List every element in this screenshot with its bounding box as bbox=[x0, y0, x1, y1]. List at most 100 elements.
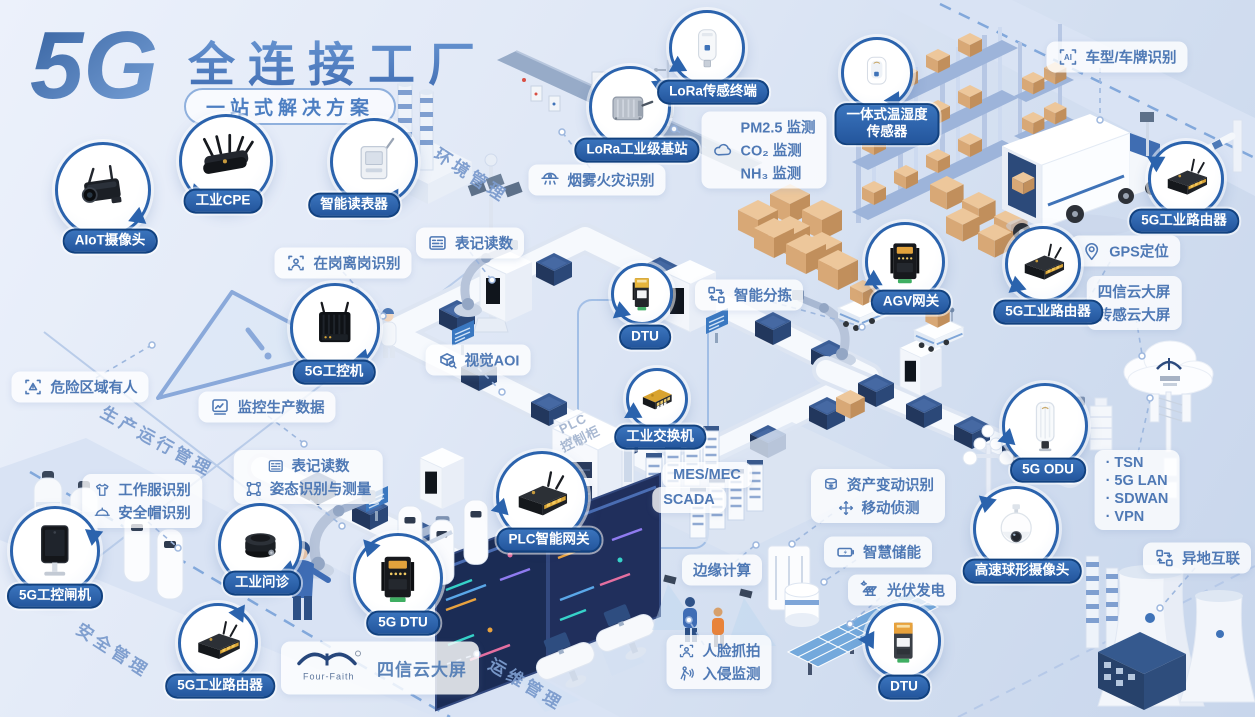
badge-lora-base-station: LoRa工业级基站 bbox=[574, 137, 700, 163]
callout-5g-ipc bbox=[290, 283, 383, 380]
danger-zone-marking bbox=[156, 290, 344, 400]
chart-icon bbox=[210, 397, 231, 418]
label-text: 光伏发电 bbox=[887, 583, 945, 600]
move-arrows-icon bbox=[837, 499, 855, 517]
label-text: · 5G LAN bbox=[1105, 473, 1168, 489]
ai-brackets-icon: AI bbox=[1057, 47, 1078, 68]
transfer-arrows-icon bbox=[706, 285, 727, 306]
badge-plc-gateway: PLC智能网关 bbox=[496, 527, 602, 553]
label-text: 烟雾火灾识别 bbox=[567, 173, 655, 190]
label-text: 传感云大屏 bbox=[1097, 308, 1171, 324]
label-text: 视觉AOI bbox=[464, 353, 520, 370]
label-visual-aoi: 视觉AOI bbox=[425, 344, 531, 376]
label-text: 入侵监测 bbox=[702, 667, 761, 683]
label-smart-storage: 智慧储能 bbox=[824, 536, 932, 568]
label-text: 资产变动识别 bbox=[847, 478, 934, 494]
dtu-black-device-icon bbox=[868, 225, 942, 299]
label-text: 姿态识别与测量 bbox=[269, 482, 372, 498]
asset-db-icon bbox=[822, 476, 840, 494]
label-text: 智慧储能 bbox=[863, 545, 921, 562]
transfer-arrows-icon bbox=[1154, 548, 1175, 569]
label-remote-interconnect: 异地互联 bbox=[1143, 542, 1251, 574]
shirt-icon bbox=[93, 481, 111, 499]
workers bbox=[290, 308, 776, 647]
callout-dtu-bottom bbox=[848, 603, 941, 679]
dome-device-icon bbox=[976, 489, 1056, 569]
label-meter-posture: 表记读数姿态识别与测量 bbox=[233, 450, 383, 504]
callout-industrial-switch bbox=[611, 368, 688, 431]
label-text: SCADA bbox=[663, 492, 715, 508]
label-text: 人脸抓拍 bbox=[702, 644, 761, 660]
meter-icon bbox=[267, 457, 285, 475]
warning-brackets-icon bbox=[23, 377, 44, 398]
label-text: NH₃ 监测 bbox=[740, 166, 802, 183]
energy-storage-unit bbox=[767, 545, 820, 627]
cloud-icon bbox=[713, 140, 734, 161]
label-text: 异地互联 bbox=[1182, 551, 1240, 568]
callout-5g-dtu bbox=[350, 526, 443, 623]
svg-text:AI: AI bbox=[1064, 53, 1072, 62]
badge-5g-gate: 5G工控闸机 bbox=[6, 583, 104, 609]
fourfaith-logo: Four-Faith bbox=[293, 648, 367, 689]
label-text: MES/MEC bbox=[673, 467, 741, 483]
label-vehicle-recognition: AI 车型/车牌识别 bbox=[1046, 41, 1188, 73]
badge-5g-router-mid: 5G工业路由器 bbox=[993, 299, 1103, 325]
callout-ptz-camera bbox=[966, 482, 1059, 572]
label-uniform-helmet: 工作服识别安全帽识别 bbox=[82, 474, 202, 528]
fourfaith-screen-label: 四信云大屏 bbox=[377, 660, 467, 680]
label-text: GPS定位 bbox=[1109, 244, 1169, 261]
white-box-device-icon bbox=[333, 121, 415, 203]
smoke-detector-icon bbox=[540, 170, 561, 191]
dtu-vertical-device-icon bbox=[614, 266, 670, 322]
router-black-device-icon bbox=[1151, 144, 1221, 214]
label-text: 工作服识别 bbox=[118, 483, 191, 499]
intrusion-icon bbox=[678, 665, 696, 683]
badge-5g-ipc: 5G工控机 bbox=[292, 359, 376, 385]
router-black-device-icon bbox=[1008, 229, 1078, 299]
callout-5g-router-top bbox=[1134, 141, 1224, 217]
posture-icon bbox=[245, 480, 263, 498]
label-text: PM2.5 监测 bbox=[740, 120, 816, 137]
face-brackets-icon bbox=[678, 642, 696, 660]
badge-5g-odu: 5G ODU bbox=[1010, 457, 1086, 483]
badge-aiot-camera: AIoT摄像头 bbox=[62, 228, 158, 254]
callout-5g-router-bottom bbox=[178, 591, 258, 683]
label-scada: SCADA bbox=[652, 487, 726, 513]
box-search-icon bbox=[437, 350, 458, 371]
label-text: 在岗离岗识别 bbox=[313, 256, 401, 273]
label-text: 车型/车牌识别 bbox=[1085, 50, 1177, 67]
5g-logo: 5G bbox=[30, 12, 188, 143]
puck-device-icon bbox=[221, 506, 299, 584]
label-asset-motion: 资产变动识别移动侦测 bbox=[811, 469, 945, 523]
callout-lora-base-station bbox=[589, 66, 682, 148]
badge-5g-router-bottom: 5G工业路由器 bbox=[165, 673, 275, 699]
label-text: 边缘计算 bbox=[693, 563, 751, 580]
power-plant bbox=[1085, 555, 1255, 710]
badge-lora-sensor-terminal: LoRa传感终端 bbox=[657, 79, 769, 105]
gray-station-device-icon bbox=[592, 69, 668, 145]
label-smart-sorting: 智能分拣 bbox=[695, 279, 803, 311]
label-danger-zone: 危险区域有人 bbox=[11, 371, 149, 403]
tablet-device-icon bbox=[13, 509, 97, 593]
badge-temp-humidity-sensor: 一体式温湿度传感器 bbox=[834, 103, 940, 145]
badge-smart-meter-reader: 智能读表器 bbox=[308, 192, 400, 218]
callout-5g-odu bbox=[986, 383, 1088, 469]
gps-pin-icon bbox=[1081, 241, 1102, 262]
label-text: 安全帽识别 bbox=[118, 506, 191, 522]
white-sensor2-device-icon bbox=[844, 40, 910, 106]
label-text: · VPN bbox=[1105, 509, 1145, 525]
label-text: 智能分拣 bbox=[734, 288, 792, 305]
label-face-intrusion: 人脸抓拍入侵监测 bbox=[666, 635, 772, 689]
badge-industrial-diagnosis: 工业问诊 bbox=[223, 570, 301, 596]
label-production-monitor: 监控生产数据 bbox=[198, 391, 336, 423]
callout-dtu-center bbox=[600, 263, 673, 332]
label-gps: GPS定位 bbox=[1070, 235, 1180, 267]
router-black-device-icon bbox=[181, 606, 255, 680]
meter-icon bbox=[427, 233, 448, 254]
callout-5g-router-mid bbox=[995, 226, 1081, 306]
label-text: 危险区域有人 bbox=[50, 380, 138, 397]
person-brackets-icon bbox=[286, 253, 307, 274]
solar-panel-icon bbox=[859, 580, 880, 601]
label-text: 四信云大屏 bbox=[1097, 285, 1171, 301]
